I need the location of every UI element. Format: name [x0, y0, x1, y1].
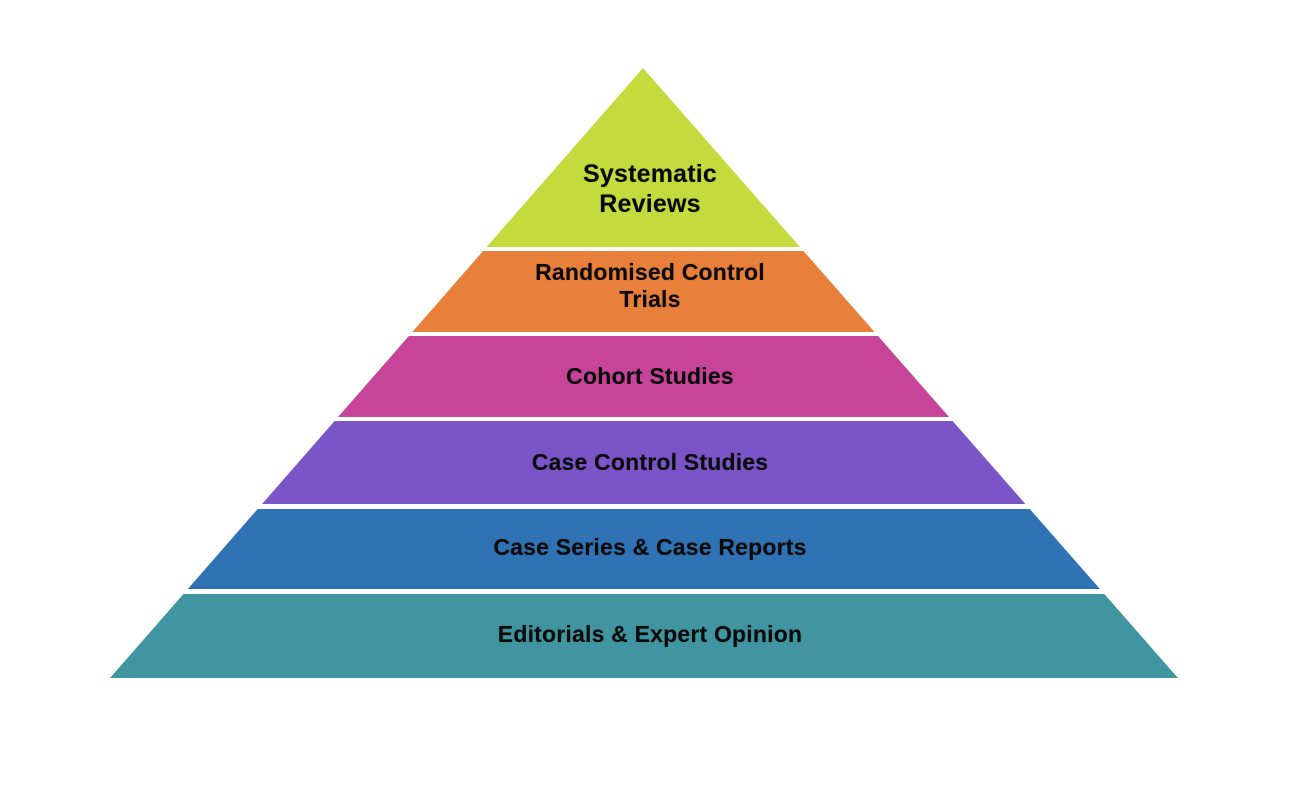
pyramid-level-1[interactable]: [486, 68, 800, 247]
pyramid-level-3[interactable]: [338, 336, 950, 417]
pyramid-level-5[interactable]: [187, 509, 1100, 589]
pyramid-level-4[interactable]: [262, 421, 1026, 504]
pyramid-band-group: [110, 68, 1178, 678]
pyramid-level-6[interactable]: [110, 594, 1178, 678]
pyramid-level-2[interactable]: [412, 251, 875, 332]
